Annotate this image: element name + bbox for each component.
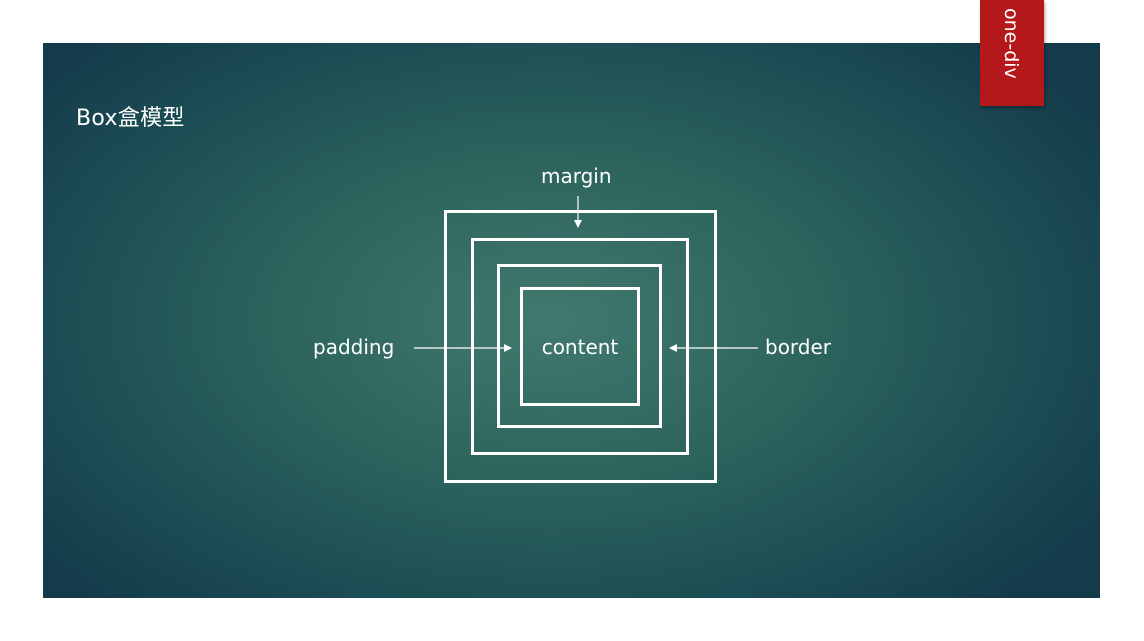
slide-canvas: Box盒模型 margin padding border content xyxy=(43,43,1100,598)
content-box xyxy=(520,287,640,406)
one-div-tag: one-div xyxy=(980,0,1044,106)
tag-label: one-div xyxy=(1000,8,1022,79)
padding-box xyxy=(497,264,662,428)
padding-label: padding xyxy=(313,335,395,359)
border-box xyxy=(471,238,689,455)
margin-label: margin xyxy=(541,164,612,188)
margin-box xyxy=(444,210,717,483)
border-label: border xyxy=(765,335,832,359)
slide-title: Box盒模型 xyxy=(76,106,185,131)
content-label: content xyxy=(541,335,619,359)
